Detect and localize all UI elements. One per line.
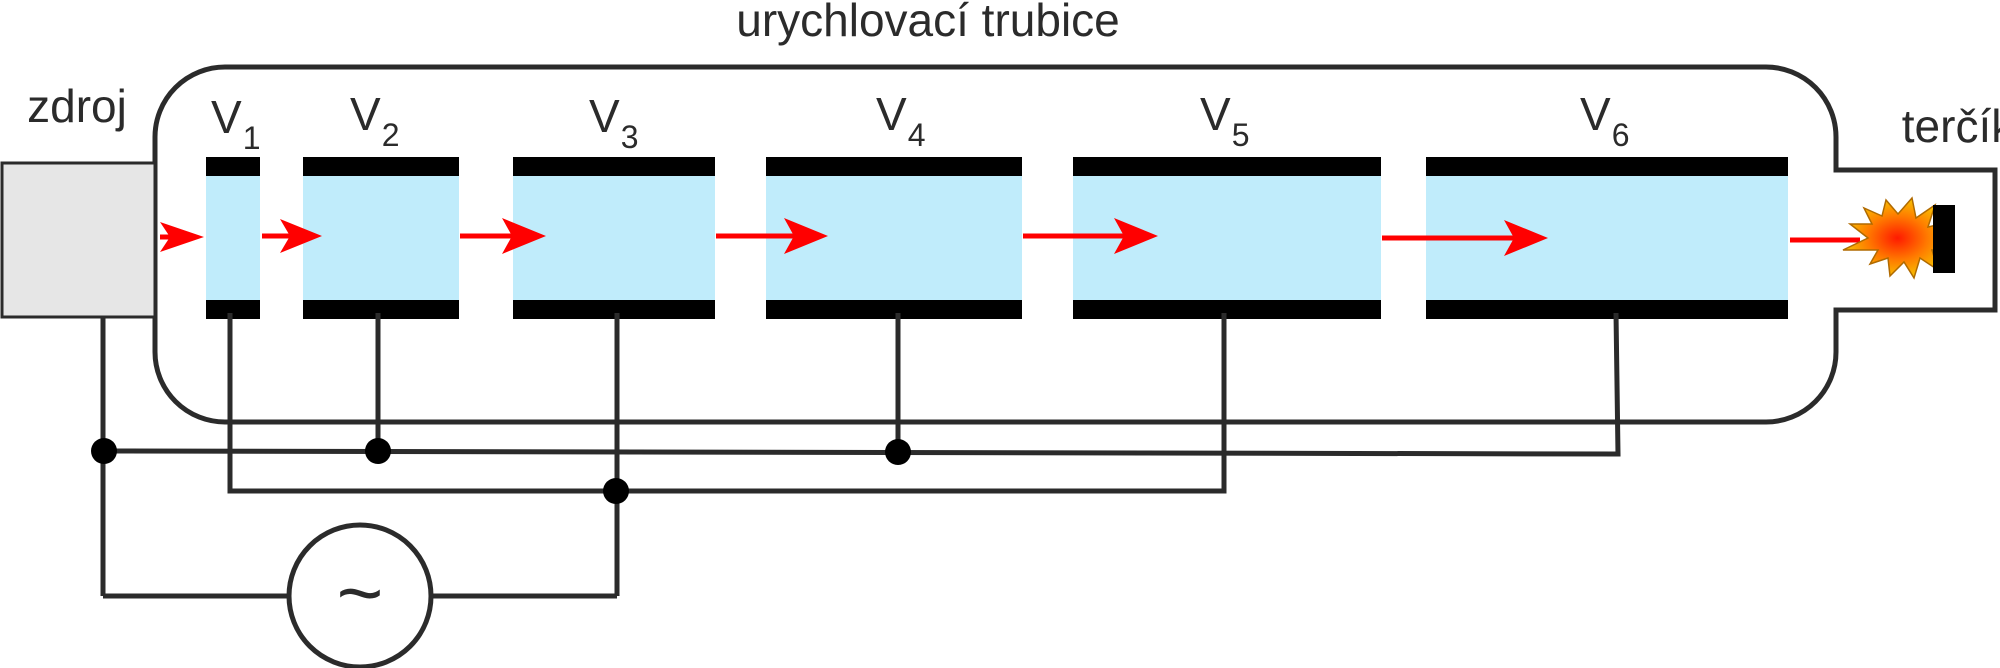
- electrode-4-top-plate: [766, 157, 1022, 176]
- electrode-5-bottom-plate: [1073, 300, 1381, 319]
- red-arrow-icon: [1023, 218, 1158, 254]
- electrode-3-bottom-plate: [513, 300, 715, 319]
- bus-b: [227, 313, 1227, 494]
- junction-node: [885, 439, 911, 465]
- electrode-5-label: V5: [1200, 88, 1249, 153]
- electrode-1-top-plate: [206, 157, 260, 176]
- electrode-4-bottom-plate: [766, 300, 1022, 319]
- electrode-5-top-plate: [1073, 157, 1381, 176]
- ac-source-circle: [286, 522, 434, 668]
- source-label: zdroj: [27, 80, 127, 132]
- red-arrow-icon: [460, 218, 546, 254]
- junction-node: [603, 478, 629, 504]
- electrode-5: [1073, 157, 1381, 319]
- electrode-2-label: V2: [350, 88, 399, 153]
- ac-source: ~: [286, 522, 434, 668]
- wiring: [91, 312, 1621, 599]
- electrode-6-bottom-plate: [1426, 300, 1788, 319]
- electrode-2-bottom-plate: [303, 300, 459, 319]
- electrode-6-top-plate: [1426, 157, 1788, 176]
- red-arrow-icon: [160, 222, 204, 252]
- junction-node: [91, 438, 117, 464]
- sine-wave-icon: ~: [337, 548, 384, 637]
- electrode-1-bottom-plate: [206, 300, 260, 319]
- target-plate: [1933, 205, 1955, 273]
- target: [1842, 196, 1955, 280]
- source-box: [0, 161, 157, 319]
- electrode-6: [1426, 157, 1788, 319]
- electrode-4: [766, 157, 1022, 319]
- electrode-1-gap: [206, 176, 260, 301]
- junction-node: [365, 438, 391, 464]
- electrode-3-label: V3: [589, 90, 638, 155]
- bus-a: [104, 312, 1621, 457]
- target-label: terčík: [1902, 100, 2000, 152]
- electrode-2-gap: [303, 176, 459, 301]
- electrode-3: [513, 157, 715, 319]
- red-arrow-icon: [262, 219, 322, 253]
- electrode-2: [303, 157, 459, 319]
- electrode-4-label: V4: [876, 88, 925, 153]
- accelerator-tube-outline: [152, 64, 1998, 425]
- red-arrow-icon: [1382, 220, 1548, 256]
- red-arrow-icon: [716, 218, 828, 254]
- electrode-1-label: V1: [211, 91, 260, 156]
- diagram-title: urychlovací trubice: [736, 0, 1120, 46]
- electrode-3-gap: [513, 176, 715, 301]
- electrode-1: [206, 157, 260, 319]
- electrode-2-top-plate: [303, 157, 459, 176]
- electrode-6-label: V6: [1580, 88, 1629, 153]
- electrode-3-top-plate: [513, 157, 715, 176]
- particle-beam: [160, 218, 1860, 256]
